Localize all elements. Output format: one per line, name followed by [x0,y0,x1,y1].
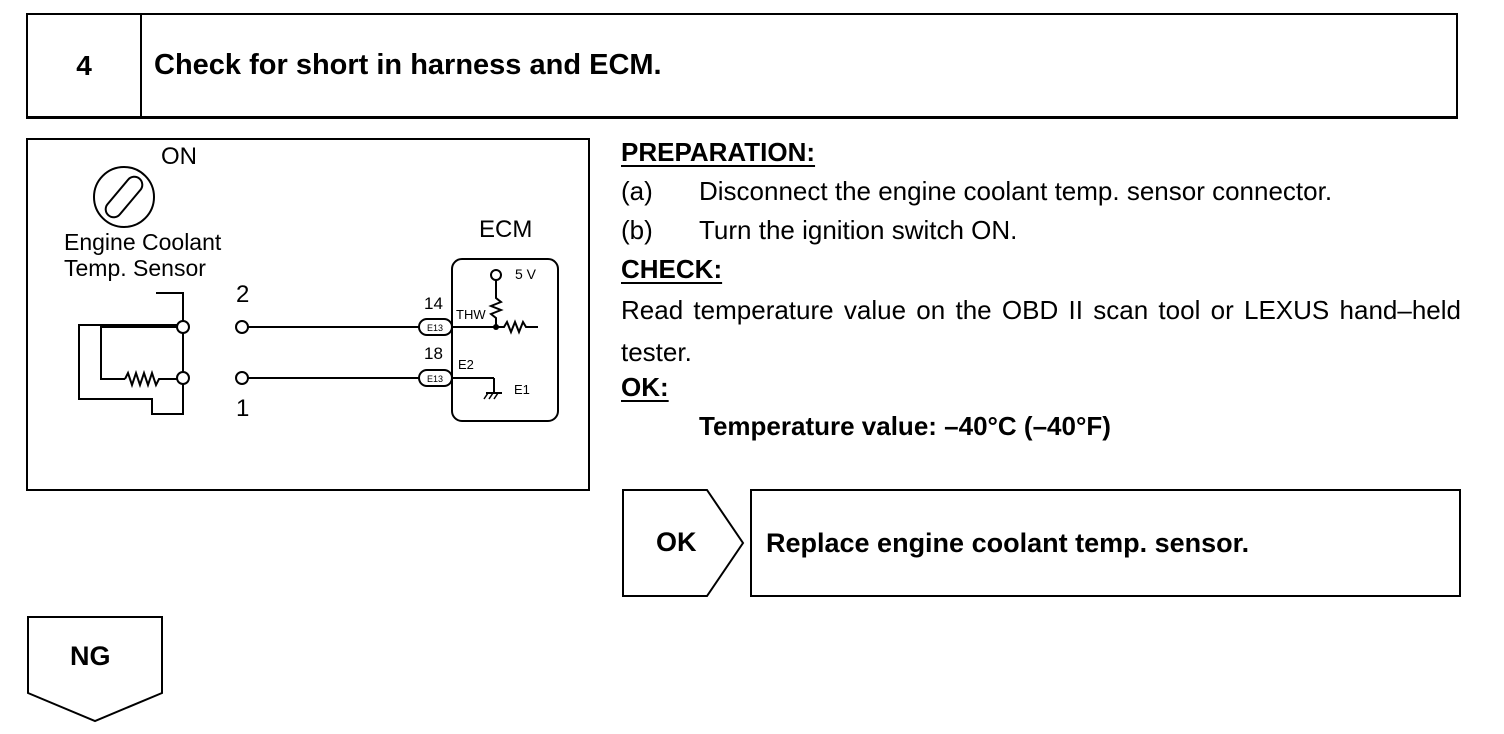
svg-text:E13: E13 [427,323,443,333]
ok-value: Temperature value: –40°C (–40°F) [699,411,1111,441]
ok-label: OK [656,527,697,557]
pin-1-label: 1 [236,395,249,422]
ok-action-box: Replace engine coolant temp. sensor. [750,489,1461,597]
prep-step-a-label: (a) [621,176,653,206]
connector-e13-lower: E13 [418,369,453,387]
prep-step-a: (a) Disconnect the engine coolant temp. s… [621,172,1332,210]
sensor-label-line2: Temp. Sensor [64,255,206,281]
prep-step-b-text: Turn the ignition switch ON. [699,215,1018,245]
switch-label: ON [161,143,197,170]
step-header: 4 Check for short in harness and ECM. [26,13,1458,119]
check-heading: CHECK: [621,254,723,284]
pin-14-label: 14 [424,294,443,313]
e1-label: E1 [514,382,530,397]
wiring-diagram-svg: ON Engine Coolant Temp. Sensor ECM 2 1 E… [64,143,559,422]
thw-label: THW [456,307,486,322]
terminal-2 [235,320,249,334]
pin-18-label: 18 [424,344,443,363]
preparation-heading: PREPARATION: [621,137,816,167]
coolant-sensor-icon [78,292,190,415]
ok-action-text: Replace engine coolant temp. sensor. [766,527,1250,558]
wiring-diagram: ON Engine Coolant Temp. Sensor ECM 2 1 E… [26,138,590,491]
pin-2-label: 2 [236,281,249,308]
ng-label: NG [70,641,111,671]
ecm-box [451,258,559,422]
ng-arrow-icon [27,616,163,723]
terminal-1 [235,371,249,385]
ground-icon [483,392,502,400]
svg-text:E13: E13 [427,374,443,384]
ok-arrow-icon [622,489,745,597]
ignition-switch-icon [93,166,155,228]
check-text: Read temperature value on the OBD II sca… [621,295,1461,367]
e2-label: E2 [458,357,474,372]
prep-step-a-text: Disconnect the engine coolant temp. sens… [699,176,1333,206]
sensor-label-line1: Engine Coolant [64,229,222,255]
step-title: Check for short in harness and ECM. [154,49,662,81]
prep-step-b-label: (b) [621,215,653,245]
ok-heading: OK: [621,372,669,402]
input-resistor [496,319,538,335]
pullup-resistor [488,285,504,327]
vref-terminal [490,269,502,281]
voltage-label: 5 V [515,266,537,282]
connector-e13-upper: E13 [418,318,453,336]
ecm-label: ECM [479,216,532,243]
prep-step-b: (b) Turn the ignition switch ON. [621,211,1017,249]
step-number: 4 [28,15,142,116]
